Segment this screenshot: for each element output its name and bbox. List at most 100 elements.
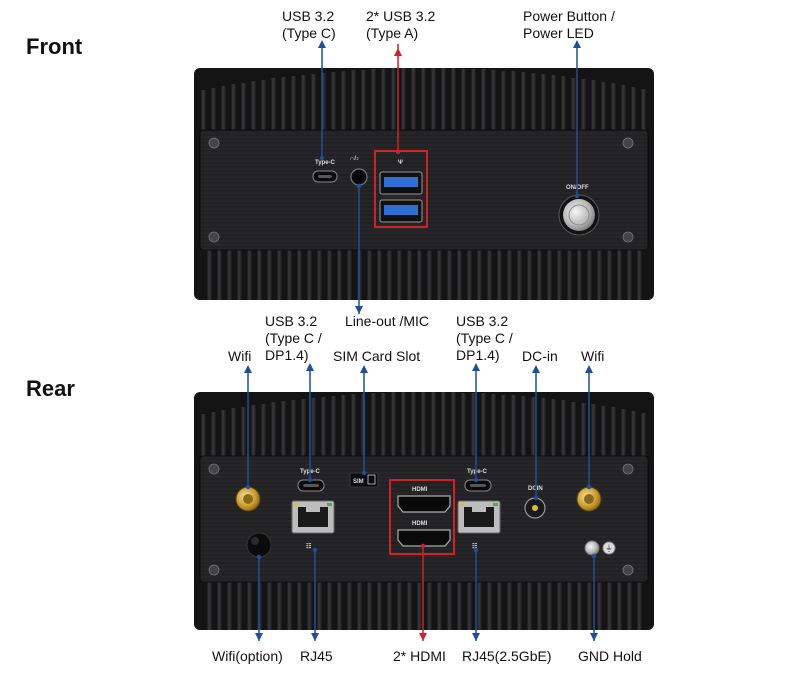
heatsink-fin [400,392,407,456]
heatsink-fin [266,582,273,630]
heatsink-fin [406,250,413,300]
heatsink-fin [636,582,643,630]
heatsink-fin [326,250,333,300]
heatsink-fin [416,582,423,630]
heatsink-fin [436,582,443,630]
rear-sim-label: SIM Card Slot [333,348,421,364]
heatsink-fin [326,582,333,630]
heatsink-fin [560,76,567,130]
heatsink-fin [360,70,367,130]
heatsink-fin [560,400,567,456]
heatsink-fin [550,75,557,130]
rear-rj45-label: RJ45 [300,648,333,664]
heatsink-fin [200,90,207,130]
heatsink-fin [536,250,543,300]
heatsink-fin [226,582,233,630]
front-power-label: Power Button / Power LED [523,8,615,41]
heatsink-fin [520,72,527,130]
heatsink-fin [526,250,533,300]
heatsink-fin [480,393,487,456]
heatsink-fin [200,414,207,456]
heatsink-fin [380,69,387,130]
front-heading: Front [26,34,83,59]
heatsink-fin [310,398,317,456]
heatsink-fin [216,582,223,630]
heatsink-fin [620,409,627,456]
heatsink-fin [366,582,373,630]
heatsink-fin [380,393,387,456]
rear-wifi-right-label: Wifi [581,348,605,364]
heatsink-fin [596,582,603,630]
heatsink-fin [626,250,633,300]
heatsink-fin [236,250,243,300]
heatsink-fin [466,250,473,300]
rear-hdmi-top-mark: HDMI [412,487,428,493]
heatsink-fin [386,250,393,300]
heatsink-fin [540,74,547,130]
heatsink-fin [486,250,493,300]
front-audio-jack: ∩/♪ [350,156,368,186]
heatsink-fin [330,72,337,130]
heatsink-fin [230,84,237,130]
heatsink-fin [490,394,497,456]
heatsink-fin [446,582,453,630]
heatsink-fin [460,393,467,456]
heatsink-fin [510,395,517,456]
heatsink-fin [570,402,577,456]
heatsink-fin [550,399,557,456]
rear-wifi-option-label: Wifi(option) [212,648,283,664]
heatsink-fin [356,582,363,630]
rear-usb-c-right-label: USB 3.2 (Type C / DP1.4) [456,313,513,363]
heatsink-fin [566,250,573,300]
heatsink-fin [210,412,217,456]
heatsink-fin [586,250,593,300]
front-typec-mark: Type-C [315,160,336,166]
heatsink-fin [270,402,277,456]
heatsink-fin [520,396,527,456]
heatsink-fin [220,410,227,456]
heatsink-fin [266,250,273,300]
heatsink-fin [640,89,647,130]
heatsink-fin [570,78,577,130]
heatsink-fin [576,582,583,630]
heatsink-fin [210,88,217,130]
heatsink-fin [480,69,487,130]
heatsink-fin [300,75,307,130]
heatsink-fin [400,68,407,130]
heatsink-fin [386,582,393,630]
heatsink-fin [206,250,213,300]
heatsink-fin [420,392,427,456]
heatsink-fin [336,582,343,630]
heatsink-fin [506,582,513,630]
rear-dcin-label: DC-in [522,348,558,364]
heatsink-fin [486,582,493,630]
heatsink-fin [410,68,417,130]
heatsink-fin [476,582,483,630]
heatsink-fin [340,71,347,130]
heatsink-fin [500,71,507,130]
heatsink-fin [286,582,293,630]
heatsink-fin [576,250,583,300]
rear-gnd-hold: ⏚ [584,540,616,556]
rear-wifi-right-connector [576,486,602,512]
rear-rj45-port: ☷ [291,500,335,550]
rear-rj45-25-port: ☷ [457,500,501,550]
rear-rj45-25-mark: ☷ [472,543,477,550]
heatsink-fin [340,395,347,456]
rear-heading: Rear [26,376,75,401]
heatsink-fin [446,250,453,300]
heatsink-fin [250,405,257,456]
heatsink-fin [616,582,623,630]
heatsink-fin [240,407,247,456]
heatsink-fin [616,250,623,300]
heatsink-fin [456,582,463,630]
heatsink-fin [296,250,303,300]
heatsink-fin [610,83,617,130]
heatsink-fin [230,408,237,456]
heatsink-fin [430,392,437,456]
rear-sim-mark: SIM [353,479,364,485]
front-usb-a-highlight [374,150,428,228]
heatsink-fin [216,250,223,300]
rear-typec-right-mark: Type-C [467,469,488,475]
heatsink-fin [496,250,503,300]
